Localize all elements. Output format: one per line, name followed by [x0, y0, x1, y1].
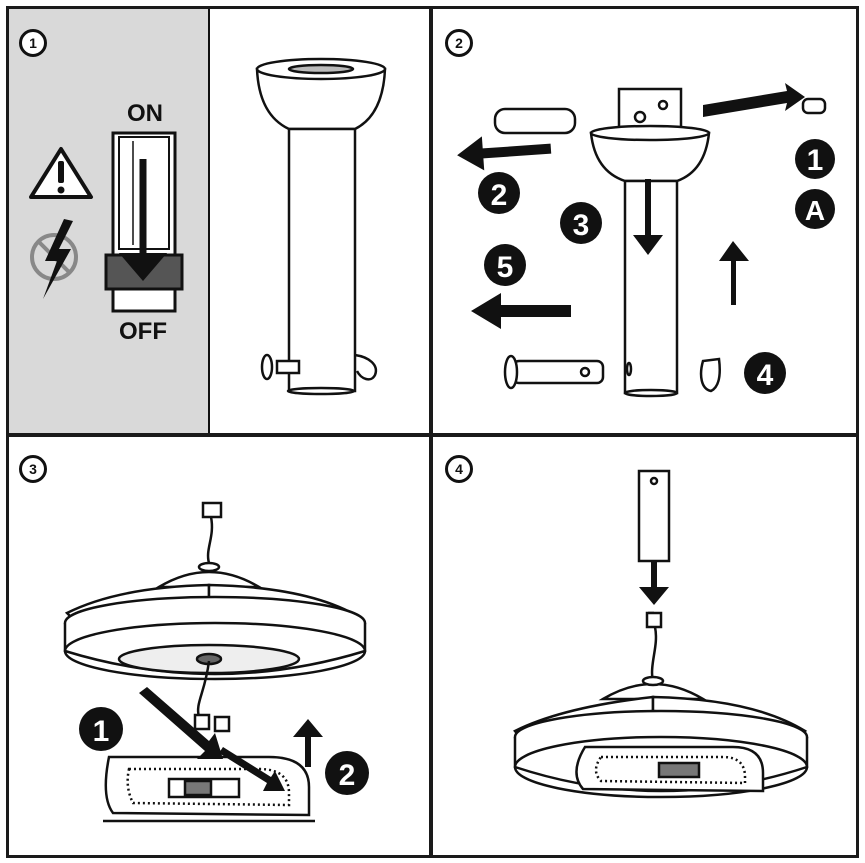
switch-on-label: ON [127, 100, 163, 127]
step-2-panel: 1 A 2 3 4 5 2 [430, 6, 859, 436]
callout-2: 2 [478, 172, 520, 214]
step-4-panel: 4 [430, 434, 859, 858]
step-2-illustration: 1 A 2 3 4 5 [457, 83, 835, 398]
callout-2: 2 [325, 751, 369, 795]
arrow-to-board [219, 747, 285, 791]
arrow-right-screw [703, 83, 805, 117]
step-2-number: 2 [445, 29, 473, 57]
arrow-to-connector [139, 687, 223, 759]
callout-3: 3 [560, 202, 602, 244]
step-1-illustration: ON OFF [9, 9, 387, 433]
downrod-and-fan [513, 469, 809, 799]
step-3-arrows [139, 687, 323, 791]
svg-text:2: 2 [339, 759, 356, 792]
arrow-down-rod [639, 561, 669, 605]
svg-text:2: 2 [491, 179, 508, 212]
svg-text:1: 1 [807, 144, 824, 177]
direction-arrows [457, 83, 805, 329]
svg-text:A: A [805, 195, 825, 226]
step-3-illustration: 1 2 [63, 501, 369, 823]
step-4-illustration [513, 469, 809, 799]
warning-triangle-icon [29, 147, 93, 199]
arrow-left-clevis [471, 293, 571, 329]
switch-off-label: OFF [119, 318, 167, 345]
callout-a: A [795, 189, 835, 229]
svg-text:3: 3 [573, 209, 590, 242]
power-off-area [9, 9, 209, 433]
svg-text:1: 1 [93, 715, 110, 748]
step-1-panel: ON OFF 1 [6, 6, 432, 436]
svg-text:5: 5 [497, 251, 514, 284]
callout-1: 1 [795, 139, 835, 179]
no-electricity-icon [30, 219, 78, 299]
callout-1: 1 [79, 707, 123, 751]
step-3-number: 3 [19, 455, 47, 483]
downrod-assembled [255, 57, 387, 396]
arrow-left-pin [457, 136, 552, 171]
arrow-up-board [293, 719, 323, 767]
svg-text:4: 4 [757, 359, 774, 392]
arrow-up-clip [719, 241, 749, 305]
step-4-number: 4 [445, 455, 473, 483]
arrow-down-rod [633, 179, 663, 255]
downrod-parts [493, 87, 827, 398]
callout-4: 4 [744, 352, 786, 394]
callout-5: 5 [484, 244, 526, 286]
fan-body [63, 501, 367, 823]
step-3-panel: 1 2 3 [6, 434, 432, 858]
step-1-number: 1 [19, 29, 47, 57]
wall-switch: ON OFF [104, 100, 184, 345]
